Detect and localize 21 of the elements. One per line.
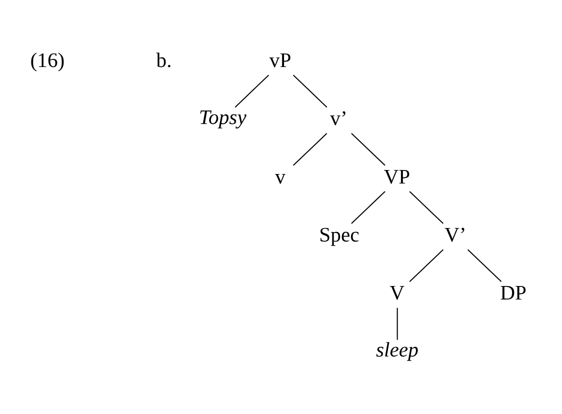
node-text: V’ [444, 224, 466, 246]
connector [467, 248, 502, 282]
connector [292, 74, 328, 108]
connector [351, 190, 386, 224]
connector [396, 307, 398, 340]
node-text: VP [384, 166, 410, 188]
label: b. [156, 50, 172, 72]
connector [351, 132, 386, 166]
label: (16) [30, 50, 65, 72]
node-text: sleep [376, 339, 418, 362]
connector [409, 190, 444, 224]
node-text: V [390, 282, 404, 304]
node-text: vP [269, 50, 292, 72]
node-text: DP [500, 282, 526, 304]
connector [292, 132, 328, 166]
node-text: v [275, 166, 286, 188]
node-text: Spec [319, 224, 360, 246]
node-text: v’ [330, 108, 348, 130]
node-text: Topsy [198, 106, 246, 128]
connector [234, 74, 270, 108]
connector [409, 248, 444, 282]
